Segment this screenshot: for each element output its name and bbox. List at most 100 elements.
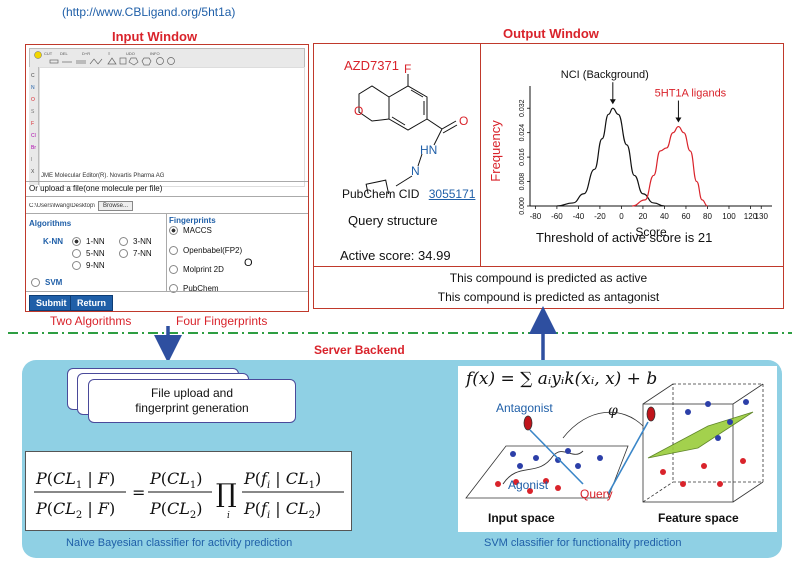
four-fingerprints-label: Four Fingerprints [176, 314, 268, 328]
atom-f: F [404, 62, 412, 76]
svg-text:S: S [31, 109, 35, 115]
pubchem-label: PubChem CID [342, 187, 420, 201]
series-label-1: 5HT1A ligands [655, 88, 727, 100]
fingerprint-option-maccs[interactable]: MACCS [169, 226, 212, 236]
svg-text:X: X [31, 169, 35, 175]
x-tick-label: 60 [682, 212, 691, 221]
cursor-o-mark: O [244, 257, 253, 269]
phi-label: φ [608, 403, 618, 419]
svm-option[interactable]: SVM [31, 278, 62, 288]
algorithms-label: Algorithms [29, 219, 72, 228]
svg-text:INFO: INFO [150, 51, 160, 56]
x-tick-label: -40 [573, 212, 585, 221]
x-tick-label: 120 [744, 212, 758, 221]
svg-text:N: N [31, 85, 35, 91]
x-tick-label: -20 [594, 212, 606, 221]
x-tick-label: -60 [551, 212, 563, 221]
threshold-text: Threshold of active score is 21 [536, 230, 713, 245]
atom-o-ring: O [354, 104, 364, 118]
x-tick-label: 0 [619, 212, 624, 221]
svg-text:Br: Br [31, 145, 36, 151]
file-path-field[interactable]: C:\Users\lwang\Desktop\ [29, 203, 95, 209]
knn-option-9nn[interactable]: 9-NN [72, 261, 105, 271]
x-tick-label: 40 [660, 212, 669, 221]
knn-option-3nn[interactable]: 3-NN [119, 237, 152, 247]
server-backend-label: Server Backend [314, 343, 405, 357]
series-arrowhead-0 [609, 99, 616, 105]
input-space-label: Input space [488, 511, 555, 525]
feature-space-label: Feature space [658, 511, 739, 525]
fingerprint-option-molprint[interactable]: Molprint 2D [169, 265, 224, 275]
antagonist-label: Antagonist [496, 401, 553, 415]
svg-text:i: i [227, 511, 230, 521]
two-algorithms-label: Two Algorithms [50, 314, 132, 328]
y-axis-label: Frequency [488, 120, 503, 182]
atom-hn: HN [420, 143, 438, 157]
output-window: AZD7371 F O O HN N PubChem CID 3055171 Q… [313, 43, 784, 309]
svg-text:F: F [31, 121, 34, 127]
x-axis-label: Score [635, 225, 667, 239]
svg-text:CUT: CUT [44, 51, 53, 56]
svg-text:UDO: UDO [126, 51, 135, 56]
svm-equation: f(x) = ∑ aᵢyᵢk(xᵢ, x) + b [466, 369, 658, 389]
knn-option-7nn[interactable]: 7-NN [119, 249, 152, 259]
active-score: Active score: 34.99 [340, 248, 451, 263]
compound-name: AZD7371 [344, 58, 399, 73]
nb-caption: Naïve Bayesian classifier for activity p… [66, 537, 293, 549]
series-arrowhead-1 [675, 117, 682, 123]
series-line-0 [556, 107, 665, 207]
svm-illustration [465, 383, 764, 503]
editor-canvas[interactable] [39, 67, 305, 187]
svg-text:P(CL1): P(CL1) [149, 469, 203, 491]
agonist-label: Agonist [508, 478, 549, 492]
x-tick-label: -80 [530, 212, 542, 221]
y-tick-label: 0.000 [519, 197, 526, 215]
knn-option-5nn[interactable]: 5-NN [72, 249, 105, 259]
svg-text:O: O [31, 97, 35, 103]
submit-button[interactable]: Submit [29, 295, 74, 311]
y-tick-label: 0.016 [519, 148, 526, 166]
series-line-1 [632, 125, 708, 207]
pubchem-link[interactable]: 3055171 [428, 187, 476, 201]
svm-diagram-box: f(x) = ∑ aᵢyᵢk(xᵢ, x) + b φ [458, 366, 777, 532]
series-label-0: NCI (Background) [561, 69, 649, 81]
svg-text:≡: ≡ [108, 51, 111, 56]
output-window-title: Output Window [503, 26, 599, 41]
pubchem-cid: PubChem CID 3055171 [342, 187, 475, 201]
svg-text:Cl: Cl [31, 133, 36, 139]
prediction-active: This compound is predicted as active [449, 271, 648, 285]
url-text[interactable]: (http://www.CBLigand.org/5ht1a) [62, 5, 236, 19]
browse-button[interactable]: Browse... [98, 201, 134, 211]
editor-footer: JME Molecular Editor(R). Novartis Pharma… [41, 173, 165, 179]
bayes-formula-box: P(CL1 | F) P(CL2 | F) = P(CL1) P(CL2) ∏ … [25, 451, 352, 531]
svm-caption: SVM classifier for functionality predict… [484, 537, 682, 549]
return-button[interactable]: Return [70, 295, 113, 311]
y-tick-label: 0.008 [519, 173, 526, 191]
fingerprint-option-pubchem[interactable]: PubChem [169, 284, 219, 294]
prediction-antagonist: This compound is predicted as antagonist [437, 290, 660, 304]
query-label: Query [580, 487, 613, 501]
svg-text:P(CL2 | F): P(CL2 | F) [35, 499, 115, 521]
bayes-formula: P(CL1 | F) P(CL2 | F) = P(CL1) P(CL2) ∏ … [34, 469, 344, 521]
server-backend-panel: File upload and fingerprint generation P… [22, 360, 782, 558]
atom-n: N [411, 164, 420, 178]
svg-text:P(CL2): P(CL2) [149, 499, 203, 521]
svg-text:P(CL1 | F): P(CL1 | F) [35, 469, 115, 491]
molecule-structure [358, 74, 458, 194]
svg-text:∏: ∏ [216, 479, 237, 509]
x-tick-label: 20 [638, 212, 647, 221]
knn-option-1nn[interactable]: 1-NN [72, 237, 105, 247]
fingerprints-label: Fingerprints [169, 216, 216, 225]
query-structure-label: Query structure [348, 213, 438, 228]
fingerprint-option-openbabel[interactable]: Openbabel(FP2) [169, 246, 242, 256]
svg-text:D+R: D+R [82, 51, 90, 56]
x-tick-label: 80 [703, 212, 712, 221]
upload-label: Or upload a file(one molecule per file) [29, 184, 163, 193]
y-tick-label: 0.032 [519, 99, 526, 117]
x-tick-label: 130 [755, 212, 769, 221]
